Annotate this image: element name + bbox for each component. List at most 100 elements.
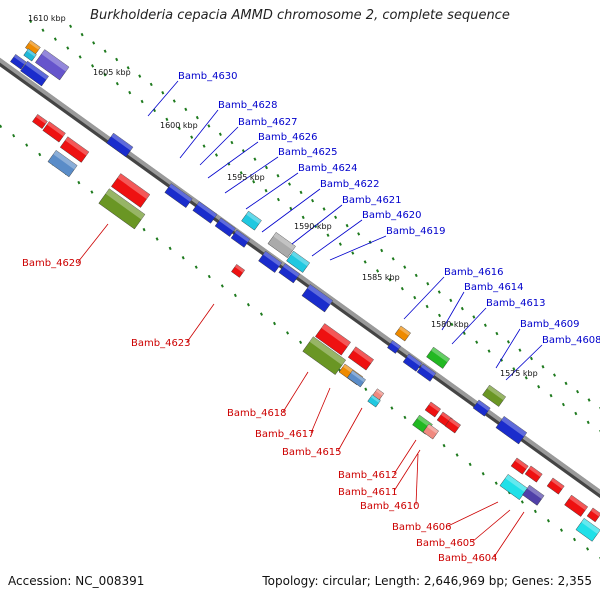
tick-mark (128, 90, 132, 95)
tick-mark (529, 356, 533, 361)
gene-highlight (28, 40, 41, 50)
tick-mark (574, 411, 578, 416)
tick-mark (586, 547, 590, 551)
gene-label: Bamb_4624 (298, 163, 358, 174)
gene-body (402, 353, 423, 372)
gene-label: Bamb_4618 (227, 408, 287, 419)
gene-label: Bamb_4628 (218, 100, 278, 111)
tick-mark (524, 376, 528, 380)
gene-glyph (164, 183, 193, 208)
leader-line (77, 223, 109, 263)
gene-glyph (416, 363, 437, 382)
tick-mark (468, 462, 472, 467)
gene-glyph (424, 401, 441, 418)
tick-mark (202, 144, 206, 148)
tick-mark (425, 304, 429, 309)
tick-mark (388, 278, 392, 282)
gene-label: Bamb_4619 (386, 226, 446, 237)
leader-layer (77, 80, 543, 558)
gene-glyph (286, 250, 311, 273)
gene-glyph (47, 150, 78, 178)
tick-mark (165, 117, 169, 122)
gene-glyph (231, 264, 246, 278)
tick-mark (92, 41, 96, 45)
kbp-tick-label: 1605 kbp (93, 68, 131, 77)
gene-body (106, 132, 134, 158)
tick-mark (207, 274, 211, 279)
gene-glyph (394, 325, 411, 342)
gene-glyph (106, 132, 134, 158)
leader-line (393, 449, 421, 492)
gene-body (510, 457, 529, 475)
gene-glyph (20, 60, 49, 87)
gene-highlight (527, 485, 545, 500)
tick-mark (495, 331, 499, 336)
gene-highlight (35, 114, 48, 124)
tick-mark (38, 152, 42, 157)
tick-mark (426, 282, 430, 286)
tick-mark (90, 190, 94, 194)
tick-mark (450, 322, 454, 327)
tick-mark (334, 215, 338, 220)
gene-label: Bamb_4613 (486, 298, 546, 309)
gene-label: Bamb_4626 (258, 132, 318, 143)
kbp-tick-label: 1610 kbp (28, 14, 66, 23)
tick-mark (299, 340, 303, 345)
gene-label: Bamb_4616 (444, 267, 504, 278)
tick-mark (455, 453, 459, 457)
gene-label: Bamb_4605 (416, 538, 476, 549)
gene-glyph (98, 188, 146, 230)
gene-label: Bamb_4630 (178, 71, 238, 82)
gene-glyph (32, 114, 48, 129)
gene-label: Bamb_4620 (362, 210, 422, 221)
tick-mark (41, 28, 45, 32)
gene-body (35, 49, 70, 81)
gene-body (267, 232, 296, 258)
tick-mark (363, 260, 367, 264)
gene-highlight (487, 385, 506, 401)
gene-highlight (41, 49, 70, 72)
kbp-tick-label: 1575 kbp (500, 369, 538, 378)
gene-highlight (46, 121, 66, 137)
leader-line (199, 126, 239, 166)
gene-glyph (564, 494, 589, 517)
tick-mark (460, 306, 464, 311)
tick-mark (218, 132, 222, 136)
tick-mark (376, 269, 380, 273)
leader-line (310, 387, 331, 434)
tick-mark (518, 348, 522, 352)
gene-highlight (13, 54, 27, 65)
tick-mark (472, 315, 476, 319)
gene-glyph (522, 484, 545, 506)
gene-glyph (315, 323, 351, 356)
tick-mark (273, 321, 277, 326)
gene-highlight (350, 370, 366, 383)
tick-mark (239, 171, 243, 175)
tick-mark (438, 313, 442, 318)
gene-body (472, 399, 491, 417)
gene-body (416, 363, 437, 382)
gene-body (564, 494, 589, 517)
gene-highlight (291, 251, 310, 267)
gene-body (59, 136, 90, 163)
tick-mark (155, 237, 159, 241)
leader-line (495, 328, 521, 369)
tick-mark (233, 293, 237, 298)
leader-line (207, 141, 259, 179)
gene-body (495, 416, 528, 445)
gene-glyph (472, 399, 491, 417)
tick-mark (299, 190, 303, 195)
gene-glyph (35, 49, 70, 81)
tick-mark (533, 509, 537, 514)
gene-highlight (25, 61, 49, 80)
gene-glyph (241, 210, 262, 231)
gene-body (546, 477, 565, 495)
gene-body (98, 188, 146, 230)
accession-text: Accession: NC_008391 (8, 574, 145, 588)
leader-line (415, 453, 419, 506)
leader-line (441, 291, 465, 331)
gene-glyph (111, 173, 151, 208)
tick-mark (177, 126, 181, 130)
